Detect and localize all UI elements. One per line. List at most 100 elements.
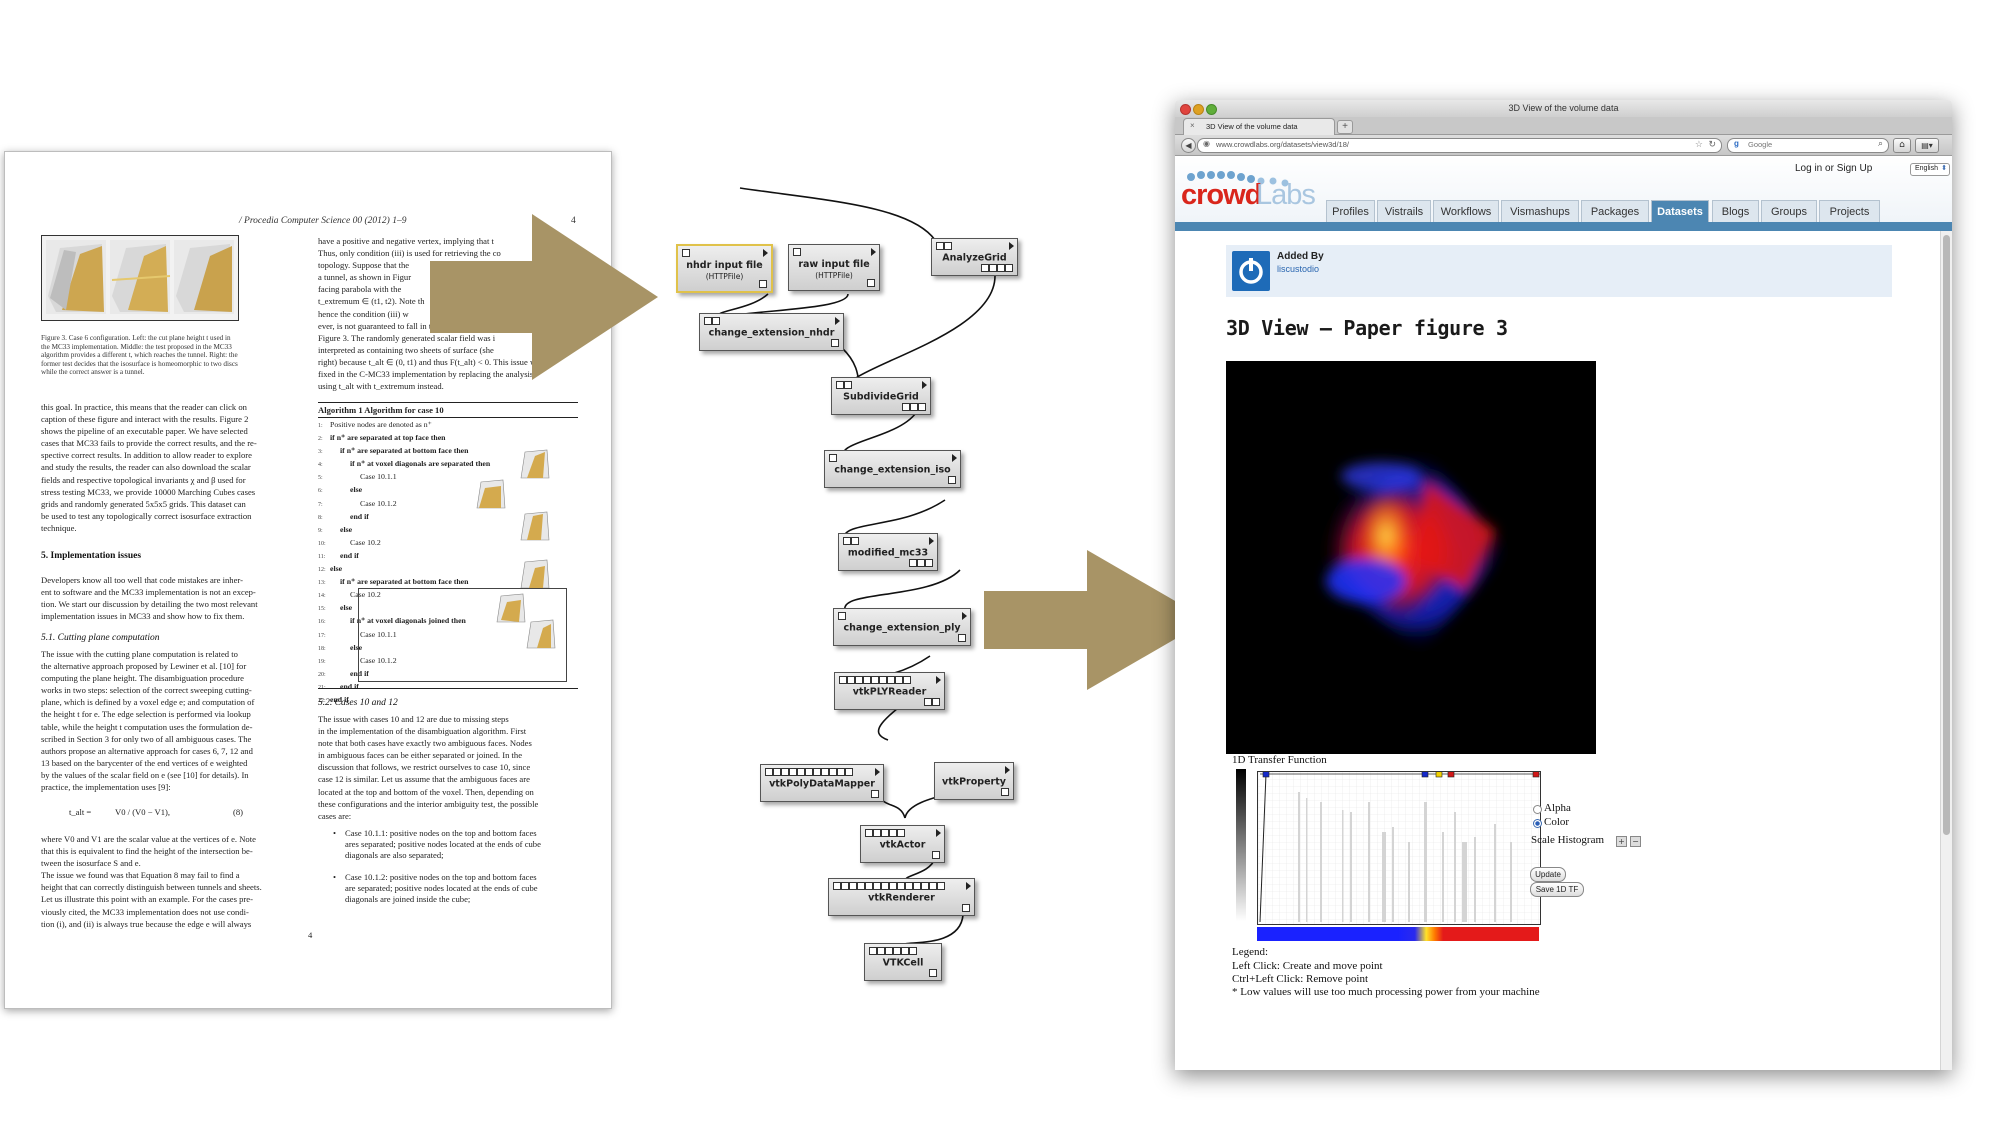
algorithm-line-text: Case 10.2 [350, 537, 381, 547]
section-5-line: ent to software and the MC33 implementat… [41, 587, 256, 598]
module-vtk-actor[interactable]: vtkActor [860, 825, 945, 863]
algorithm-line: 1:Positive nodes are denoted as n⁺ [318, 419, 578, 432]
paper-left-column-top: this goal. In practice, this means that … [41, 401, 257, 534]
alpha-radio-label: Alpha [1544, 802, 1571, 814]
minimize-window-button[interactable] [1193, 104, 1204, 115]
bullet-2-line: Case 10.1.2: positive nodes on the top a… [345, 872, 537, 882]
crowdlabs-logo[interactable]: crowd Labs [1181, 167, 1316, 213]
back-icon[interactable]: ◀ [1181, 138, 1196, 153]
algorithm-line: 17:Case 10.1.1 [318, 629, 578, 642]
case-10-1-2-thumbnail-b [526, 619, 556, 649]
nav-tab-projects[interactable]: Projects [1819, 200, 1880, 223]
paper-left-column-bottom: where V0 and V1 are the scalar value at … [41, 833, 262, 930]
paper-right-top-line: topology. Suppose that the [318, 260, 410, 271]
color-radio-label: Color [1544, 816, 1570, 828]
page-scrollbar[interactable] [1940, 231, 1952, 1070]
case-10-1-1-thumbnail [520, 449, 550, 479]
close-window-button[interactable] [1180, 104, 1191, 115]
home-icon[interactable]: ⌂ [1893, 138, 1911, 153]
module-nhdr-input-file[interactable]: nhdr input file(HTTPFile) [676, 244, 773, 293]
module-vtk-poly-data-mapper-label: vtkPolyDataMapper [769, 778, 875, 790]
module-vtk-renderer-label: vtkRenderer [868, 892, 935, 904]
color-radio[interactable] [1533, 819, 1542, 828]
algorithm-line: 7:Case 10.1.2 [318, 498, 578, 511]
paper-right-top-line: ever, is not guaranteed to fall in the i… [318, 320, 502, 331]
paper-right-column-top: have a positive and negative vertex, imp… [318, 235, 588, 392]
language-value: English [1915, 165, 1938, 172]
user-avatar[interactable] [1232, 251, 1270, 291]
nav-tab-datasets[interactable]: Datasets [1651, 200, 1709, 223]
section-52-title: 5.2. Cases 10 and 12 [318, 698, 398, 708]
module-raw-input-file[interactable]: raw input file(HTTPFile) [788, 244, 880, 291]
scale-up-icon[interactable]: + [1616, 836, 1627, 847]
alpha-radio[interactable] [1533, 805, 1542, 814]
algorithm-line-text: if n⁺ are separated at bottom face then [340, 577, 469, 587]
url-bar[interactable]: www.crowdlabs.org/datasets/view3d/18/ ◉ … [1197, 138, 1722, 153]
module-vtk-ply-reader[interactable]: vtkPLYReader [834, 672, 945, 710]
algorithm-line: 9:else [318, 524, 578, 537]
module-change-extension-ply[interactable]: change_extension_ply [833, 608, 971, 646]
nav-tab-blogs[interactable]: Blogs [1712, 200, 1759, 223]
scale-down-icon[interactable]: − [1630, 836, 1641, 847]
paper-right-top-line: t_extremum ∈ (t1, t2). Note th [318, 296, 425, 307]
module-analyze-grid[interactable]: AnalyzeGrid [931, 238, 1018, 276]
bullet-2-line: diagonals are joined inside the cube; [345, 894, 471, 905]
nav-tab-groups[interactable]: Groups [1761, 200, 1817, 223]
algorithm-line-number: 3: [318, 449, 323, 456]
zoom-window-button[interactable] [1206, 104, 1217, 115]
new-tab-icon[interactable]: + [1337, 120, 1353, 134]
paper-right-top-line: Figure 3. The randomly generated scalar … [318, 332, 496, 343]
algorithm-line: 12:else [318, 563, 578, 576]
tab-close-icon[interactable]: × [1190, 121, 1195, 130]
reload-icon[interactable]: ↻ [1708, 139, 1716, 149]
module-vtk-property-label: vtkProperty [942, 776, 1006, 788]
nav-tab-vismashups[interactable]: Vismashups [1501, 200, 1579, 223]
color-gradient-bar [1257, 927, 1539, 941]
nav-tab-workflows[interactable]: Workflows [1433, 200, 1499, 223]
browser-tab[interactable]: 3D View of the volume data × [1183, 118, 1335, 135]
case-10-2-thumbnail [520, 511, 550, 541]
section-51-line: scribed in Section 3 for only two of all… [41, 733, 252, 744]
save-1d-tf-button[interactable]: Save 1D TF [1530, 882, 1584, 897]
paper-right-top-line: fixed in the C-MC33 implementation by re… [318, 369, 534, 380]
language-select[interactable]: English ⬍ [1910, 163, 1950, 176]
page-menu-icon[interactable]: ▤▾ [1915, 138, 1939, 153]
added-by-user-link[interactable]: liscustodio [1277, 264, 1320, 274]
browser-title-bar [1175, 100, 1952, 117]
bookmark-star-icon[interactable]: ☆ [1694, 139, 1703, 149]
module-vtk-cell[interactable]: VTKCell [864, 943, 942, 981]
module-change-extension-nhdr[interactable]: change_extension_nhdr [699, 313, 844, 351]
module-vtk-renderer[interactable]: vtkRenderer [828, 878, 975, 916]
scrollbar-thumb[interactable] [1943, 235, 1950, 835]
algorithm-line-number: 6: [318, 488, 323, 495]
algorithm-line-number: 19: [318, 658, 326, 665]
algorithm-line: 16:if n⁺ at voxel diagonals joined then [318, 615, 578, 628]
module-subdivide-grid[interactable]: SubdivideGrid [831, 377, 931, 415]
algorithm-line-text: if n⁺ at voxel diagonals are separated t… [350, 459, 491, 469]
module-vtk-property[interactable]: vtkProperty [934, 762, 1014, 800]
search-icon[interactable]: ⌕ [1877, 138, 1883, 148]
algorithm-line-text: Case 10.2 [350, 590, 381, 600]
legend-line-3: * Low values will use too much processin… [1232, 986, 1540, 998]
module-modified-mc33[interactable]: modified_mc33 [838, 533, 938, 571]
paper-left-top-line: be used to test any topologically correc… [41, 510, 252, 521]
algorithm-line-number: 10: [318, 540, 326, 547]
module-vtk-poly-data-mapper[interactable]: vtkPolyDataMapper [760, 764, 884, 802]
module-change-extension-ply-label: change_extension_ply [843, 622, 961, 634]
nav-tab-vistrails[interactable]: Vistrails [1377, 200, 1431, 223]
transfer-function-editor[interactable] [1257, 770, 1541, 925]
algorithm-line-number: 20: [318, 671, 326, 678]
update-button[interactable]: Update [1530, 867, 1566, 882]
login-link[interactable]: Log in or Sign Up [1795, 163, 1873, 174]
algorithm-line-text: if n⁺ are separated at bottom face then [340, 446, 469, 456]
algorithm-line-text: else [340, 524, 353, 534]
module-change-extension-iso[interactable]: change_extension_iso [824, 450, 961, 488]
section-52-text: The issue with cases 10 and 12 are due t… [318, 713, 588, 822]
nav-tab-packages[interactable]: Packages [1581, 200, 1649, 223]
search-bar[interactable]: g Google ⌕ [1727, 138, 1889, 153]
section-5-line: implementation issues in MC33 and show h… [41, 611, 245, 622]
nav-tab-profiles[interactable]: Profiles [1326, 200, 1375, 223]
volume-3d-view[interactable] [1226, 361, 1596, 754]
bullet-1-line: ares separated; positive nodes located a… [345, 839, 541, 850]
algorithm-line-text: if n⁺ are separated at top face then [330, 433, 446, 443]
